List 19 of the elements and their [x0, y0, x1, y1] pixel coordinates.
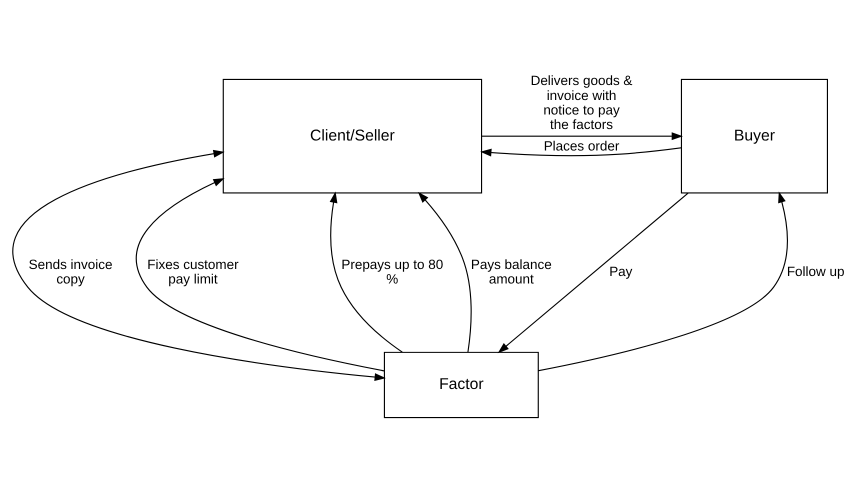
node-box: Client/Seller: [222, 78, 482, 193]
arrow: [480, 146, 682, 156]
arrow: [12, 149, 386, 380]
arrow: [330, 191, 403, 352]
arrow: [418, 191, 472, 352]
edge-label: Pay: [609, 264, 632, 279]
edge-label: Follow up: [786, 264, 844, 279]
arrow: [498, 192, 689, 353]
arrow: [482, 132, 683, 140]
edge-label: Pays balance amount: [470, 256, 552, 286]
edge-label: Delivers goods & invoice with notice to pay the factors: [530, 72, 632, 132]
node-box: Factor: [384, 351, 539, 418]
node-box: Buyer: [680, 78, 828, 193]
arrow: [136, 178, 384, 371]
edge-label: Sends invoice copy: [28, 256, 112, 286]
edge-label: Places order: [544, 138, 620, 153]
arrow: [538, 190, 788, 371]
edge-label: Prepays up to 80 %: [341, 256, 444, 286]
edge-label: Fixes customer pay limit: [147, 256, 239, 286]
